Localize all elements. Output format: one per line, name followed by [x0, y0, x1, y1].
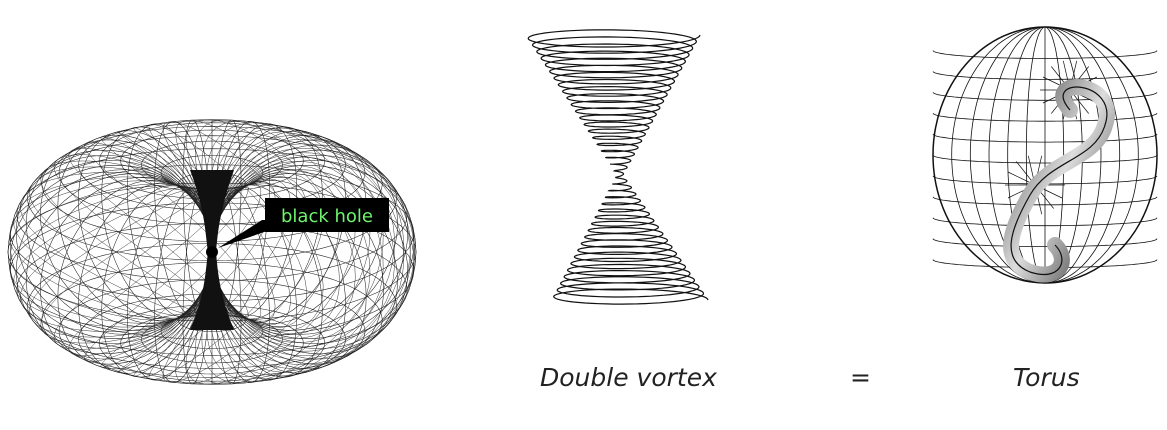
double-vortex-spiral — [520, 20, 720, 310]
vortex-coils — [528, 30, 708, 304]
black-hole-dot — [206, 246, 218, 258]
horn-torus-wireframe: black hole — [0, 60, 430, 430]
torus-with-ribbon — [920, 20, 1167, 300]
black-hole-label: black hole — [281, 206, 373, 227]
torus-grid — [933, 27, 1157, 283]
caption-torus: Torus — [1013, 363, 1080, 392]
caption-double-vortex: Double vortex — [540, 363, 717, 392]
caption-equals: = — [850, 363, 871, 392]
black-hole-callout: black hole — [206, 198, 389, 258]
